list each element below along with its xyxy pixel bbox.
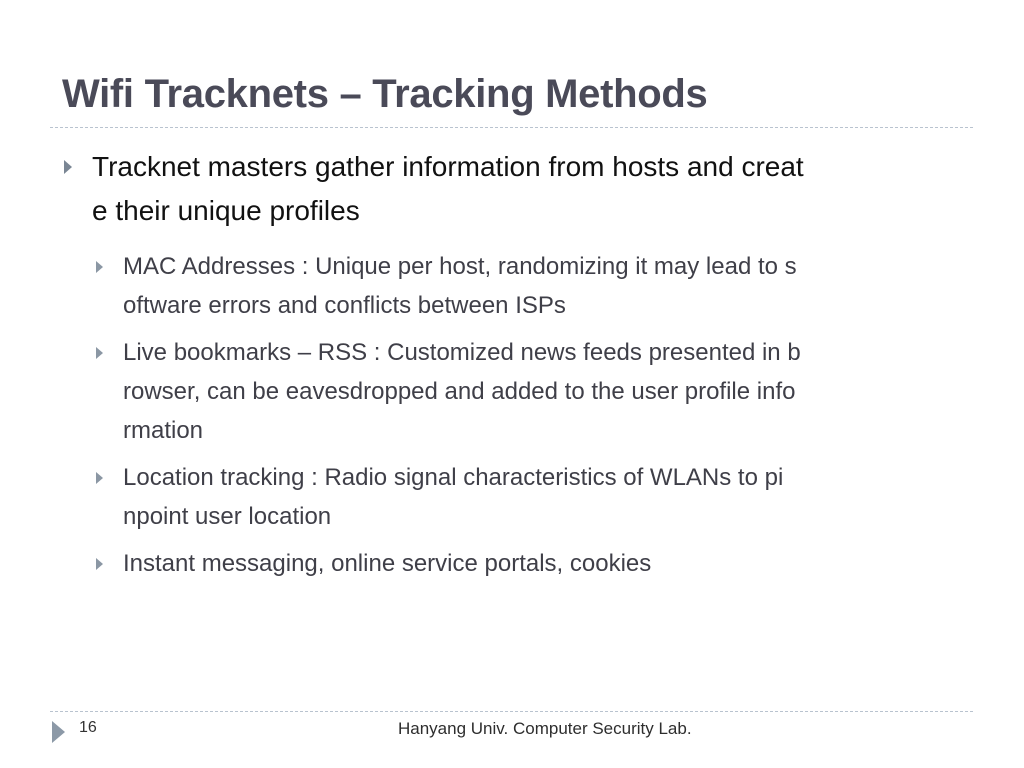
slide-title: Wifi Tracknets – Tracking Methods xyxy=(62,72,708,116)
footer-text: Hanyang Univ. Computer Security Lab. xyxy=(398,719,692,738)
sub-bullet-line: Live bookmarks – RSS : Customized news f… xyxy=(123,339,801,366)
sub-bullet-list: MAC Addresses : Unique per host, randomi… xyxy=(62,247,972,583)
sub-bullet-line: rowser, can be eavesdropped and added to… xyxy=(123,378,796,405)
bullet-arrow-icon xyxy=(96,347,103,359)
sub-bullet-line: Location tracking : Radio signal charact… xyxy=(123,464,784,491)
sub-bullet-mac-addresses: MAC Addresses : Unique per host, randomi… xyxy=(92,247,972,325)
footer-triangle-icon xyxy=(52,721,65,743)
bullet-arrow-icon xyxy=(96,558,103,570)
sub-bullet-line: oftware errors and conflicts between ISP… xyxy=(123,292,566,319)
sub-bullet-line: Instant messaging, online service portal… xyxy=(123,550,652,577)
sub-bullet-live-bookmarks: Live bookmarks – RSS : Customized news f… xyxy=(92,333,972,450)
slide-content: Tracknet masters gather information from… xyxy=(62,145,972,591)
title-divider xyxy=(50,127,973,128)
sub-bullet-instant-messaging: Instant messaging, online service portal… xyxy=(92,544,972,583)
bullet-arrow-icon xyxy=(64,160,72,174)
sub-bullet-line: rmation xyxy=(123,417,204,444)
bullet-arrow-icon xyxy=(96,472,103,484)
main-bullet: Tracknet masters gather information from… xyxy=(62,145,972,233)
sub-bullet-line: npoint user location xyxy=(123,503,332,530)
main-bullet-line-2: e their unique profiles xyxy=(92,195,360,226)
page-number: 16 xyxy=(79,719,97,736)
footer-divider xyxy=(50,711,973,712)
sub-bullet-location-tracking: Location tracking : Radio signal charact… xyxy=(92,458,972,536)
main-bullet-line-1: Tracknet masters gather information from… xyxy=(92,151,804,182)
sub-bullet-line: MAC Addresses : Unique per host, randomi… xyxy=(123,253,797,280)
bullet-arrow-icon xyxy=(96,261,103,273)
